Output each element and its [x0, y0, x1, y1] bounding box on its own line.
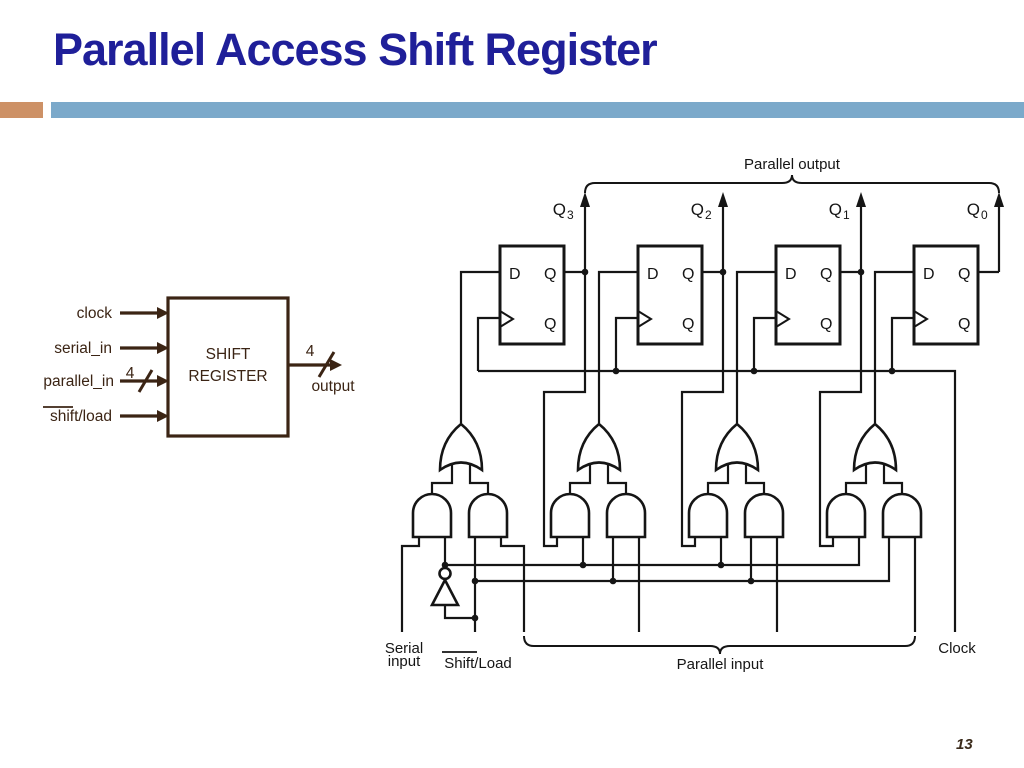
shift-register-box-label-1: SHIFT: [206, 346, 251, 363]
decoration-blue-bar: [51, 102, 1024, 118]
ff-d-label: D: [785, 266, 797, 283]
page-title: Parallel Access Shift Register: [53, 24, 658, 75]
parallel-input-brace: [523, 635, 916, 655]
or-gate-4: [852, 422, 898, 472]
svg-text:Q: Q: [553, 200, 566, 219]
and-gate-1-shift: [411, 492, 453, 539]
ff-q-label: Q: [958, 266, 970, 283]
and-gate-3-shift: [687, 492, 729, 539]
flip-flop-2: D Q Q: [636, 244, 704, 346]
page-number: 13: [956, 736, 973, 753]
and-gates: [411, 492, 923, 539]
clock-triangle-icon: [775, 310, 791, 328]
ff-qbar-label: Q: [544, 316, 556, 333]
arrow-serial-in-icon: [157, 342, 169, 354]
not-gate: [429, 566, 461, 607]
clock-triangle-icon: [913, 310, 929, 328]
arrow-shift-load-icon: [157, 410, 169, 422]
input-label-parallel-in: parallel_in: [43, 373, 114, 390]
serial-input-label-2: input: [388, 653, 421, 670]
input-label-shift-load: shift/load: [50, 408, 112, 425]
ff-q-label: Q: [544, 266, 556, 283]
arrow-output-icon: [330, 359, 342, 371]
parallel-input-label: Parallel input: [677, 656, 765, 673]
input-label-clock: clock: [77, 305, 113, 322]
or-gate-2: [576, 422, 622, 472]
shift-register-box: [166, 296, 290, 438]
bus-width-parallel-in: 4: [126, 365, 135, 382]
q2-label: Q 2: [691, 200, 712, 222]
ff-q-label: Q: [682, 266, 694, 283]
ff-d-label: D: [647, 266, 659, 283]
output-label: output: [311, 378, 355, 395]
svg-text:Q: Q: [829, 200, 842, 219]
and-gate-4-shift: [825, 492, 867, 539]
ff-d-label: D: [923, 266, 935, 283]
svg-text:1: 1: [843, 208, 850, 222]
arrow-q2-icon: [718, 192, 728, 207]
or-gates: [438, 422, 898, 472]
clock-triangle-icon: [499, 310, 515, 328]
ff-d-label: D: [509, 266, 521, 283]
ff-qbar-label: Q: [958, 316, 970, 333]
arrow-clock-icon: [157, 307, 169, 319]
flip-flop-3: D Q Q: [498, 244, 566, 346]
input-label-serial-in: serial_in: [54, 340, 112, 357]
clock-label: Clock: [938, 640, 976, 657]
arrow-q0-icon: [994, 192, 1004, 207]
q-output-arrows: [580, 192, 1004, 207]
svg-text:3: 3: [567, 208, 574, 222]
circuit-wires: [400, 203, 1001, 632]
and-gate-1-load: [467, 492, 509, 539]
block-diagram: SHIFT REGISTER clock serial_in parallel_…: [43, 296, 355, 438]
bus-slash-output-icon: [317, 351, 336, 378]
and-gate-2-load: [605, 492, 647, 539]
svg-text:Q: Q: [967, 200, 980, 219]
svg-text:Q: Q: [691, 200, 704, 219]
svg-text:0: 0: [981, 208, 988, 222]
circuit-diagram: D Q Q D Q Q D Q Q D Q Q: [385, 156, 1004, 673]
q1-label: Q 1: [829, 200, 850, 222]
arrow-q3-icon: [580, 192, 590, 207]
parallel-output-brace: [584, 174, 1000, 194]
ff-qbar-label: Q: [682, 316, 694, 333]
decoration-tan-block: [0, 102, 43, 118]
shift-register-box-label-2: REGISTER: [188, 368, 267, 385]
or-gate-3: [714, 422, 760, 472]
or-gate-1: [438, 422, 484, 472]
and-gate-4-load: [881, 492, 923, 539]
bus-slash-parallel-in-icon: [137, 369, 154, 393]
parallel-output-label: Parallel output: [744, 156, 841, 173]
flip-flop-0: D Q Q: [912, 244, 980, 346]
shift-load-label: Shift/Load: [442, 651, 512, 672]
and-gate-2-shift: [549, 492, 591, 539]
not-gate-triangle-icon: [429, 577, 461, 607]
arrow-q1-icon: [856, 192, 866, 207]
clock-triangle-icon: [637, 310, 653, 328]
junction-dots: [441, 268, 896, 622]
q0-label: Q 0: [967, 200, 988, 222]
q3-label: Q 3: [553, 200, 574, 222]
flip-flop-1: D Q Q: [774, 244, 842, 346]
bus-width-output: 4: [306, 343, 315, 360]
svg-text:2: 2: [705, 208, 712, 222]
ff-q-label: Q: [820, 266, 832, 283]
ff-qbar-label: Q: [820, 316, 832, 333]
arrow-parallel-in-icon: [157, 375, 169, 387]
block-diagram-wires: [43, 307, 342, 422]
and-gate-3-load: [743, 492, 785, 539]
serial-input-label-1: Serial: [385, 640, 423, 657]
svg-text:Shift/Load: Shift/Load: [444, 655, 512, 672]
